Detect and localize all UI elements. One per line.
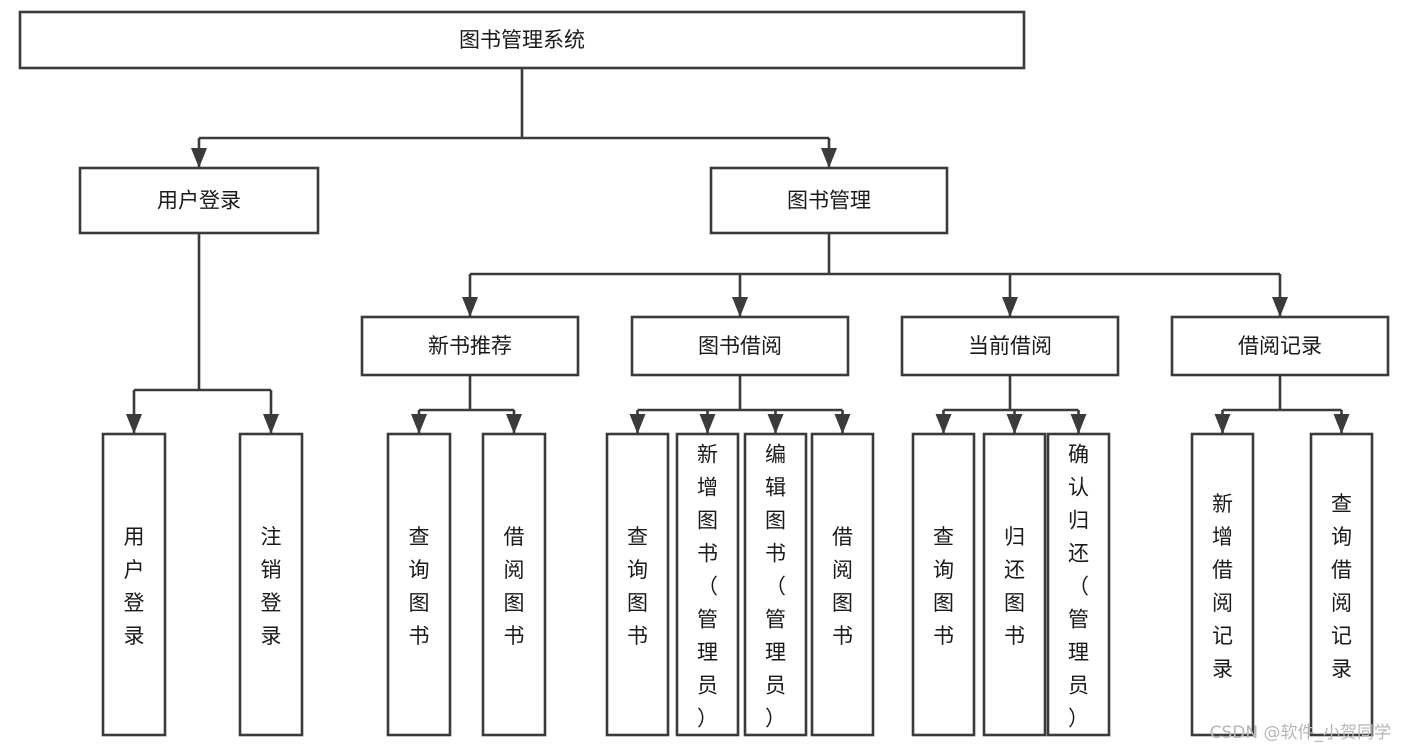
node-box-leaf-add-book[interactable] [675, 432, 740, 737]
node-leaf-confirm-return[interactable]: 确认归还（管理员） [1046, 432, 1111, 737]
node-label-root: 图书管理系统 [459, 28, 585, 52]
node-box-leaf-user-logout[interactable] [238, 432, 304, 737]
node-label-leaf-query-book-1: 查询图书 [409, 525, 430, 648]
node-label-leaf-query-book-3: 查询图书 [933, 525, 954, 648]
connector-layer [126, 68, 1350, 434]
node-book-manage[interactable]: 图书管理 [709, 166, 949, 235]
node-leaf-query-record[interactable]: 查询借阅记录 [1309, 432, 1374, 737]
node-box-user-login[interactable] [78, 166, 320, 235]
arrow-head-icon [506, 414, 522, 434]
node-current-borrow[interactable]: 当前借阅 [900, 315, 1120, 377]
node-leaf-user-logout[interactable]: 注销登录 [238, 432, 304, 737]
node-box-leaf-return-book[interactable] [982, 432, 1047, 737]
node-book-borrow[interactable]: 图书借阅 [630, 315, 850, 377]
arrow-head-icon [935, 414, 952, 434]
node-box-leaf-borrow-book-2[interactable] [810, 432, 875, 737]
node-label-leaf-query-record: 查询借阅记录 [1331, 492, 1352, 681]
node-box-leaf-add-record[interactable] [1190, 432, 1255, 737]
node-leaf-return-book[interactable]: 归还图书 [982, 432, 1047, 737]
node-leaf-query-book-2[interactable]: 查询图书 [605, 432, 670, 737]
arrow-head-icon [263, 414, 279, 434]
node-box-current-borrow[interactable] [900, 315, 1120, 377]
node-label-leaf-user-login: 用户登录 [124, 525, 145, 648]
node-leaf-add-record[interactable]: 新增借阅记录 [1190, 432, 1255, 737]
node-box-leaf-query-record[interactable] [1309, 432, 1374, 737]
node-label-borrow-record: 借阅记录 [1238, 334, 1322, 358]
node-box-borrow-record[interactable] [1170, 315, 1390, 377]
arrow-head-icon [1070, 414, 1087, 434]
node-user-login[interactable]: 用户登录 [78, 166, 320, 235]
node-leaf-borrow-book-2[interactable]: 借阅图书 [810, 432, 875, 737]
arrow-head-icon [1272, 297, 1288, 317]
node-label-user-login: 用户登录 [157, 189, 241, 213]
node-label-leaf-add-record: 新增借阅记录 [1212, 492, 1233, 681]
arrow-head-icon [1333, 414, 1350, 434]
node-root[interactable]: 图书管理系统 [18, 10, 1026, 70]
arrow-head-icon [126, 414, 142, 434]
node-label-leaf-edit-book: 编辑图书（管理员） [765, 443, 786, 731]
arrow-head-icon [767, 414, 784, 434]
node-label-leaf-add-book: 新增图书（管理员） [697, 443, 718, 731]
arrow-head-icon [1002, 297, 1018, 317]
arrow-head-icon [699, 414, 716, 434]
node-box-leaf-edit-book[interactable] [743, 432, 808, 737]
node-box-root[interactable] [18, 10, 1026, 70]
node-new-book-recommend[interactable]: 新书推荐 [360, 315, 580, 377]
node-borrow-record[interactable]: 借阅记录 [1170, 315, 1390, 377]
arrow-head-icon [1214, 414, 1231, 434]
node-leaf-add-book[interactable]: 新增图书（管理员） [675, 432, 740, 737]
node-leaf-query-book-3[interactable]: 查询图书 [911, 432, 976, 737]
arrow-head-icon [411, 414, 427, 434]
arrow-head-icon [834, 414, 851, 434]
arrow-head-icon [191, 148, 207, 168]
node-label-leaf-query-book-2: 查询图书 [627, 525, 648, 648]
node-box-book-borrow[interactable] [630, 315, 850, 377]
node-label-current-borrow: 当前借阅 [968, 334, 1052, 358]
node-box-leaf-query-book-3[interactable] [911, 432, 976, 737]
node-label-new-book-recommend: 新书推荐 [428, 334, 512, 358]
node-box-leaf-borrow-book-1[interactable] [481, 432, 547, 737]
node-label-leaf-borrow-book-2: 借阅图书 [832, 525, 853, 648]
node-label-book-manage: 图书管理 [787, 189, 871, 213]
node-leaf-edit-book[interactable]: 编辑图书（管理员） [743, 432, 808, 737]
node-box-new-book-recommend[interactable] [360, 315, 580, 377]
node-label-leaf-borrow-book-1: 借阅图书 [504, 525, 525, 648]
node-label-book-borrow: 图书借阅 [698, 334, 782, 358]
node-box-leaf-query-book-1[interactable] [386, 432, 452, 737]
node-leaf-borrow-book-1[interactable]: 借阅图书 [481, 432, 547, 737]
node-box-leaf-confirm-return[interactable] [1046, 432, 1111, 737]
node-box-leaf-user-login[interactable] [101, 432, 167, 737]
node-label-leaf-return-book: 归还图书 [1004, 525, 1025, 648]
arrow-head-icon [462, 297, 478, 317]
node-leaf-user-login[interactable]: 用户登录 [101, 432, 167, 737]
node-layer: 图书管理系统用户登录图书管理新书推荐图书借阅当前借阅借阅记录用户登录注销登录查询… [18, 10, 1390, 737]
node-label-leaf-confirm-return: 确认归还（管理员） [1068, 443, 1089, 731]
arrow-head-icon [732, 297, 748, 317]
node-box-book-manage[interactable] [709, 166, 949, 235]
arrow-head-icon [821, 148, 837, 168]
node-label-leaf-user-logout: 注销登录 [261, 525, 282, 648]
arrow-head-icon [1006, 414, 1023, 434]
node-leaf-query-book-1[interactable]: 查询图书 [386, 432, 452, 737]
arrow-head-icon [629, 414, 646, 434]
node-box-leaf-query-book-2[interactable] [605, 432, 670, 737]
